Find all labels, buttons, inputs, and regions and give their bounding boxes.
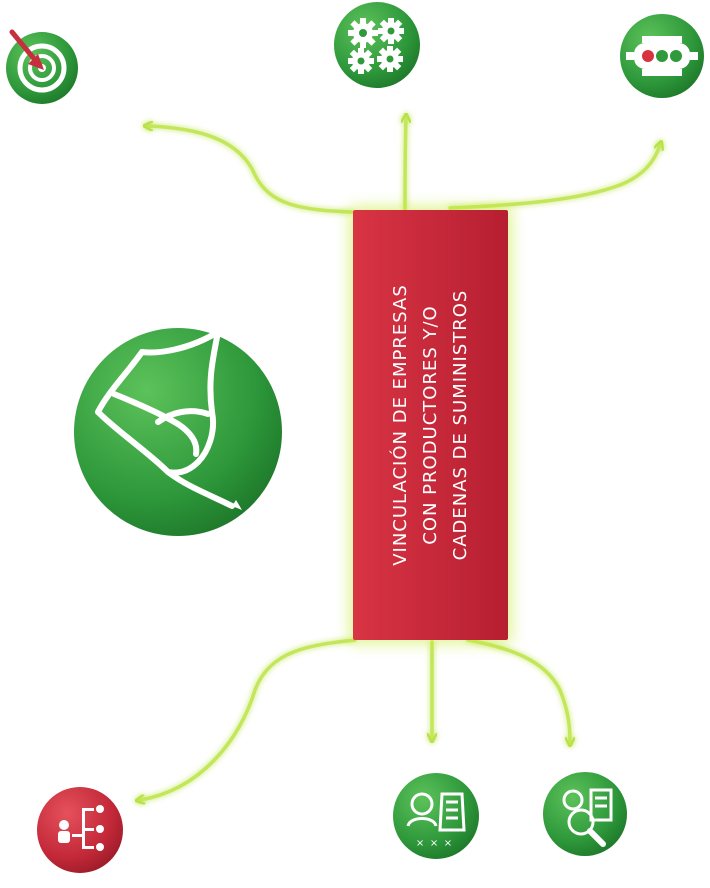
traffic-light-icon	[620, 14, 704, 98]
hand-writing-icon	[74, 328, 282, 536]
target-icon	[6, 32, 78, 104]
gears-icon	[334, 2, 420, 88]
center-label: VINCULACIÓN DE EMPRESAS CON PRODUCTORES …	[386, 215, 476, 635]
org-chart-icon	[37, 787, 123, 873]
svg-text:×: ×	[444, 838, 452, 849]
magnifier-people-icon	[543, 772, 627, 856]
arrow-to-traffic-light	[450, 145, 660, 208]
center-box: VINCULACIÓN DE EMPRESAS CON PRODUCTORES …	[353, 210, 508, 640]
center-line-3: CADENAS DE SUMINISTROS	[446, 215, 476, 635]
svg-text:×: ×	[416, 838, 424, 849]
arrow-to-gears	[405, 118, 406, 210]
arrow-to-magnifier	[468, 640, 570, 742]
group-people-icon: × × ×	[393, 773, 479, 859]
arrow-to-org-chart	[140, 640, 355, 800]
arrow-to-target	[148, 126, 352, 212]
svg-text:×: ×	[430, 838, 438, 849]
center-line-2: CON PRODUCTORES Y/O	[416, 215, 446, 635]
center-line-1: VINCULACIÓN DE EMPRESAS	[386, 215, 416, 635]
